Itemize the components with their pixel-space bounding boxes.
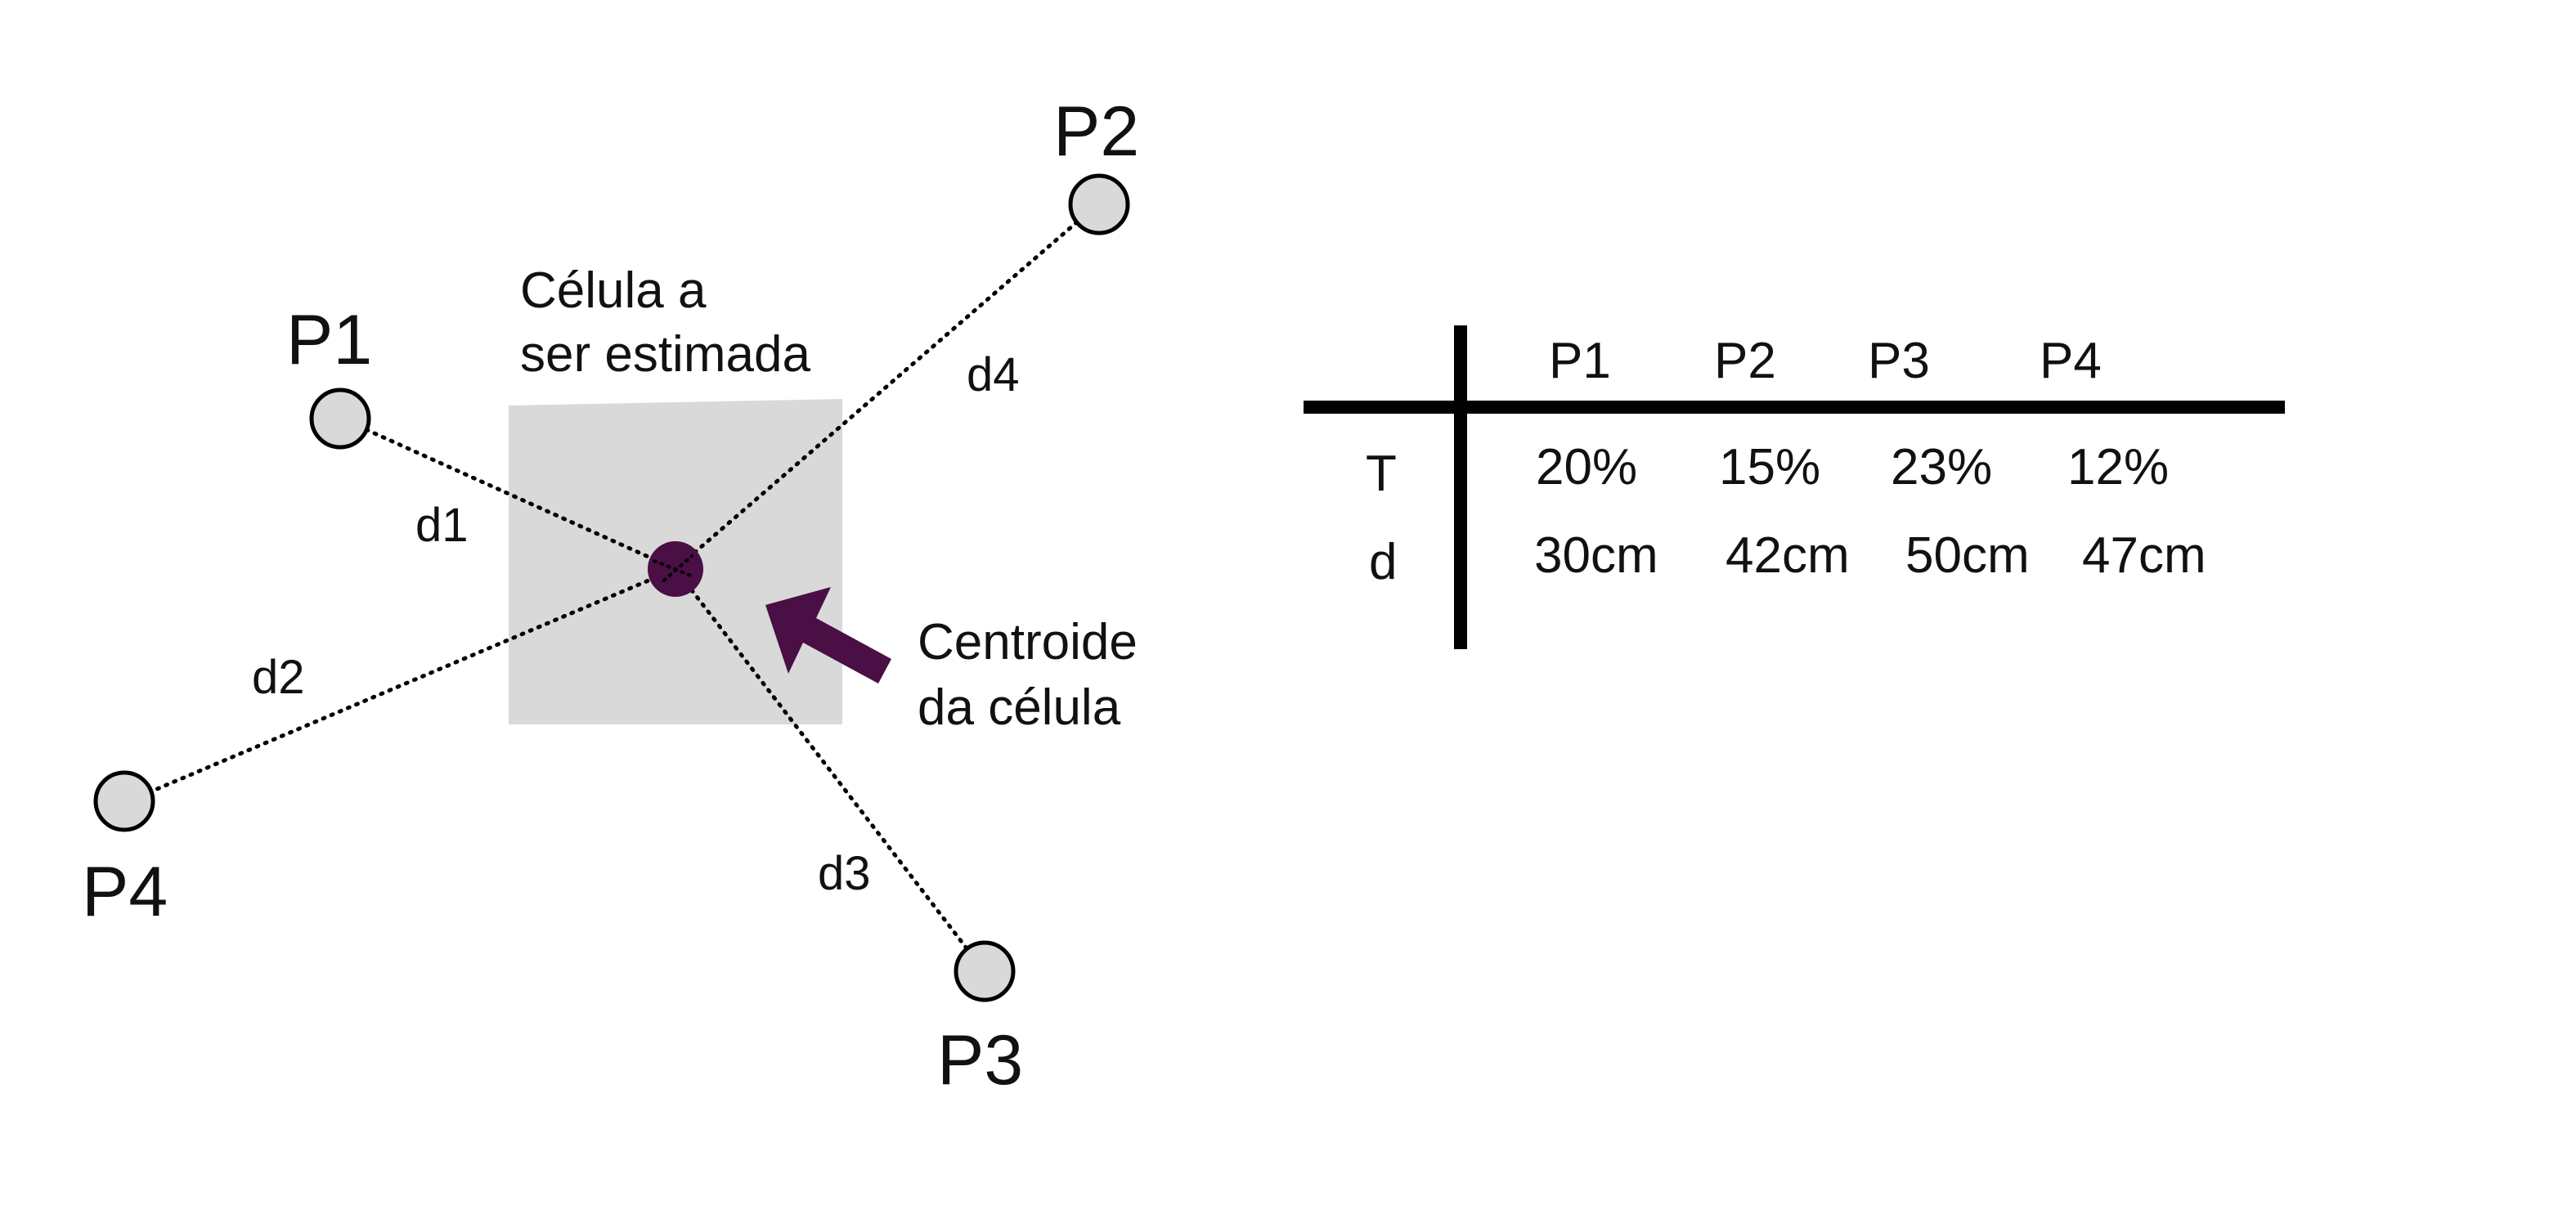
table-cell: 12% — [2067, 439, 2169, 495]
cell-label-line-2: ser estimada — [520, 326, 810, 383]
point-p3 — [954, 940, 1016, 1002]
table-col-header-p3: P3 — [1868, 333, 1930, 389]
distance-label-d2: d2 — [252, 651, 305, 704]
distance-line-d4 — [673, 202, 1100, 571]
distance-label-d1: d1 — [415, 499, 469, 552]
table-cell: 20% — [1536, 439, 1637, 495]
table-row-label-d: d — [1369, 534, 1397, 590]
point-p1 — [309, 388, 371, 450]
point-p4 — [93, 770, 155, 832]
table-col-header-p4: P4 — [2040, 333, 2102, 389]
centroid-label-line-2: da célula — [918, 679, 1121, 736]
distance-label-d4: d4 — [967, 348, 1020, 401]
cell-label-line-1: Célula a — [520, 262, 707, 319]
point-label-p1: P1 — [286, 301, 372, 379]
table-cell: 30cm — [1534, 527, 1658, 584]
point-label-p4: P4 — [82, 853, 168, 931]
point-p2 — [1068, 173, 1130, 235]
table-col-header-p2: P2 — [1714, 333, 1776, 389]
distance-line-d2 — [122, 567, 678, 805]
distance-line-d1 — [339, 416, 678, 571]
table-col-header-p1: P1 — [1549, 333, 1611, 389]
table-cell: 50cm — [1905, 527, 2030, 584]
table-cell: 42cm — [1726, 527, 1850, 584]
data-table: P1 P2 P3 P4 T 20% 15% 23% 12% d 30cm 42c… — [1304, 325, 2285, 649]
distance-line-d3 — [673, 567, 985, 972]
centroid-arrow — [765, 587, 891, 683]
table-cell: 15% — [1719, 439, 1820, 495]
table-row-label-t: T — [1366, 446, 1397, 502]
distance-label-d3: d3 — [818, 847, 871, 900]
table-cell: 23% — [1891, 439, 1992, 495]
point-label-p3: P3 — [937, 1021, 1023, 1100]
centroid-label-line-1: Centroide — [918, 614, 1138, 670]
table-cell: 47cm — [2082, 527, 2206, 584]
point-label-p2: P2 — [1053, 92, 1139, 171]
